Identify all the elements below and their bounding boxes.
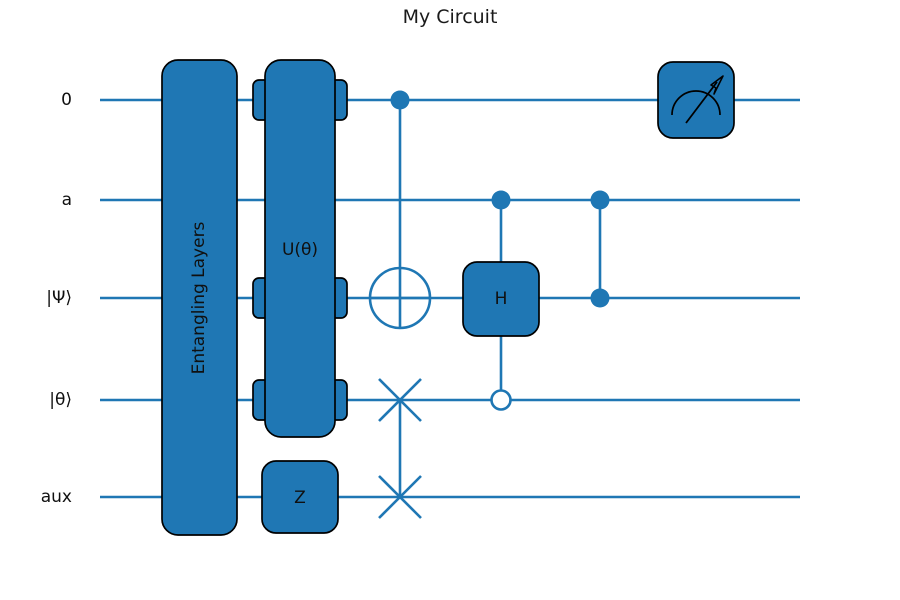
gate-z[interactable]: Z xyxy=(261,460,339,534)
measure-gate-body[interactable] xyxy=(657,61,735,139)
swap-mark-theta[interactable] xyxy=(378,378,422,422)
swap-mark-theta-stroke-b xyxy=(378,378,422,422)
entangling-layers-body[interactable] xyxy=(161,59,238,536)
cz-control-dot-psi[interactable] xyxy=(590,288,610,308)
gate-cz[interactable] xyxy=(590,190,610,308)
entangling-layers-label: Entangling Layers xyxy=(189,221,209,374)
wire-label-aux: aux xyxy=(40,487,72,507)
controlled-h-control-dot-open[interactable] xyxy=(490,389,512,411)
controlled-h-control-dot-filled[interactable] xyxy=(491,190,511,210)
wire-label-psi: |Ψ⟩ xyxy=(46,288,72,308)
gate-cnot[interactable] xyxy=(368,90,432,330)
figure-title: My Circuit xyxy=(402,6,498,28)
swap-mark-aux-stroke-b xyxy=(378,475,422,519)
gate-u-theta[interactable]: U(θ) xyxy=(252,59,348,438)
gate-measure[interactable] xyxy=(657,61,735,139)
gate-controlled-h[interactable]: H xyxy=(462,190,540,411)
wire-label-a: a xyxy=(61,190,72,210)
cz-control-dot-a[interactable] xyxy=(590,190,610,210)
z-gate-body[interactable] xyxy=(261,460,339,534)
z-gate-label: Z xyxy=(294,488,306,508)
gate-entangling-layers[interactable]: Entangling Layers xyxy=(161,59,238,536)
meter-icon xyxy=(671,75,724,124)
h-gate-body[interactable] xyxy=(462,261,540,337)
swap-mark-aux[interactable] xyxy=(378,475,422,519)
h-gate-label: H xyxy=(495,289,508,309)
gate-swap[interactable] xyxy=(378,378,422,519)
u-theta-label: U(θ) xyxy=(282,240,318,260)
wire-label-theta: |θ⟩ xyxy=(49,390,72,410)
u-theta-body[interactable] xyxy=(264,59,336,438)
cnot-control-dot[interactable] xyxy=(390,90,410,110)
wire-label-0: 0 xyxy=(61,90,72,110)
